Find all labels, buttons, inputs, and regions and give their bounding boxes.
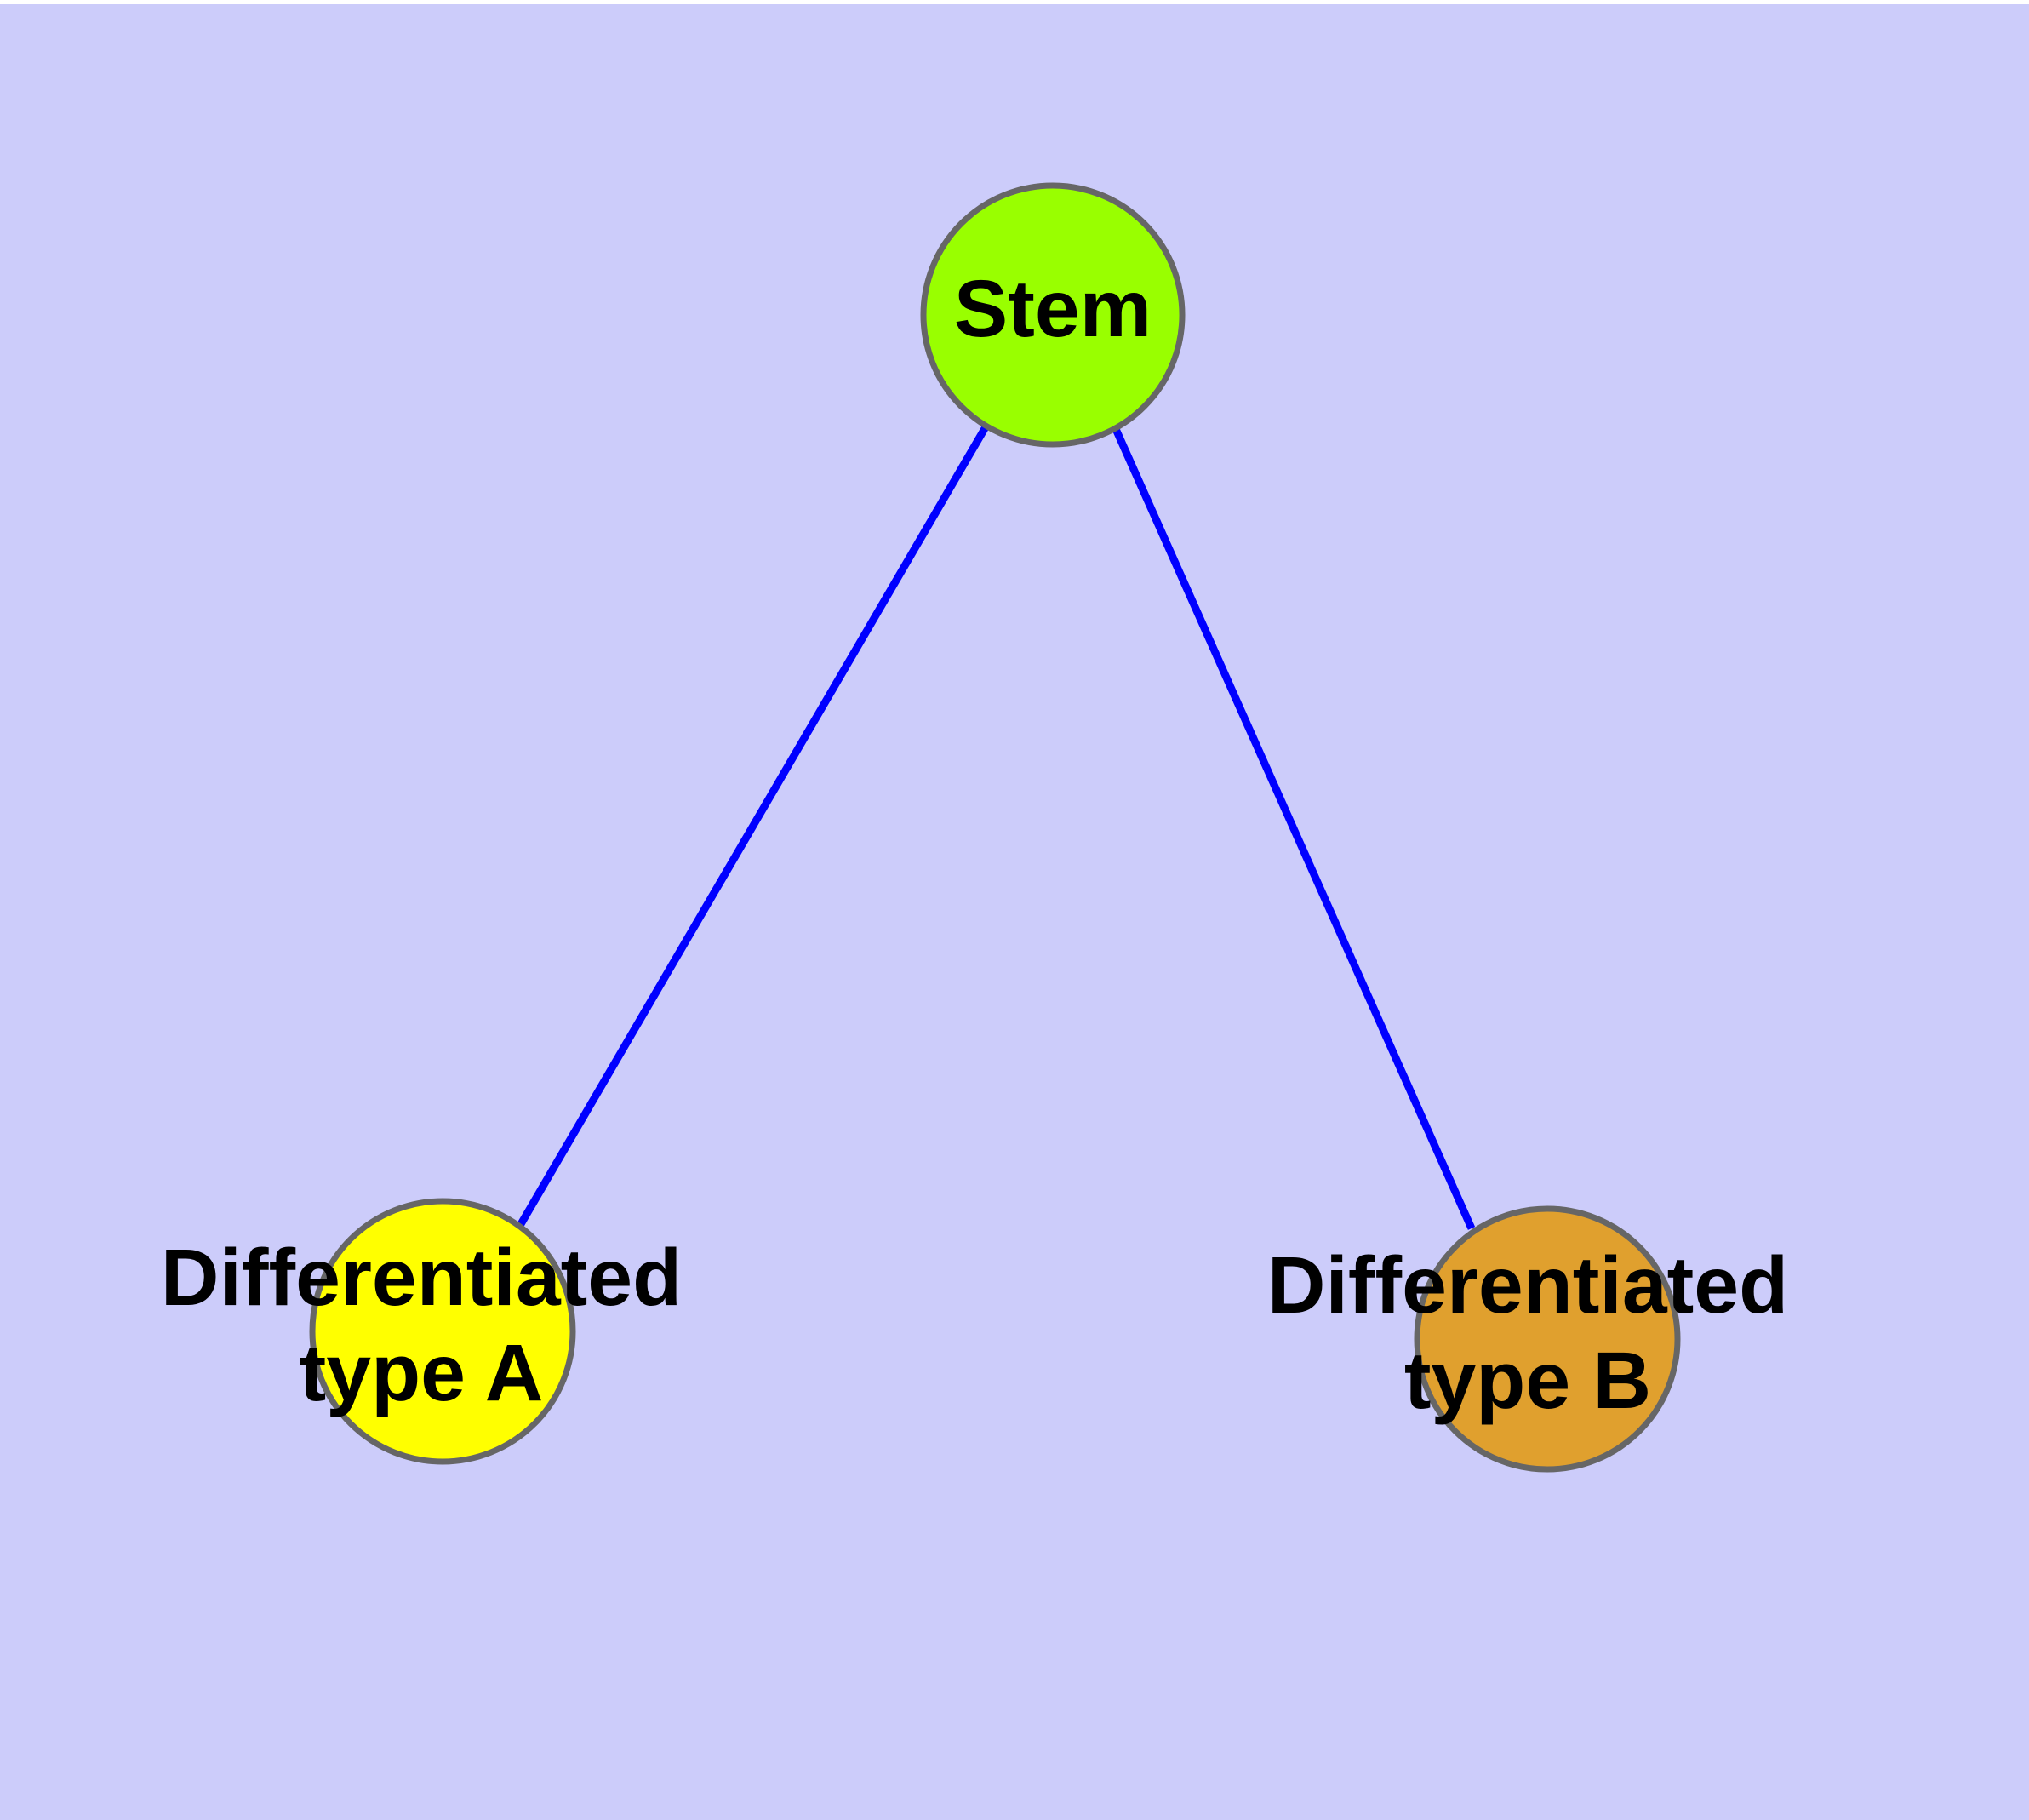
node-label-stem: Stem: [954, 264, 1152, 354]
edge-stem-to-differentiated-type-b[interactable]: [1112, 427, 1476, 1230]
edge-layer: [517, 423, 1476, 1230]
node-differentiated-type-a[interactable]: [309, 1198, 576, 1465]
node-layer: [309, 182, 1681, 1473]
edge-stem-to-differentiated-type-a[interactable]: [517, 423, 990, 1227]
node-differentiated-type-b[interactable]: [1414, 1205, 1681, 1473]
node-stem[interactable]: [920, 182, 1186, 448]
